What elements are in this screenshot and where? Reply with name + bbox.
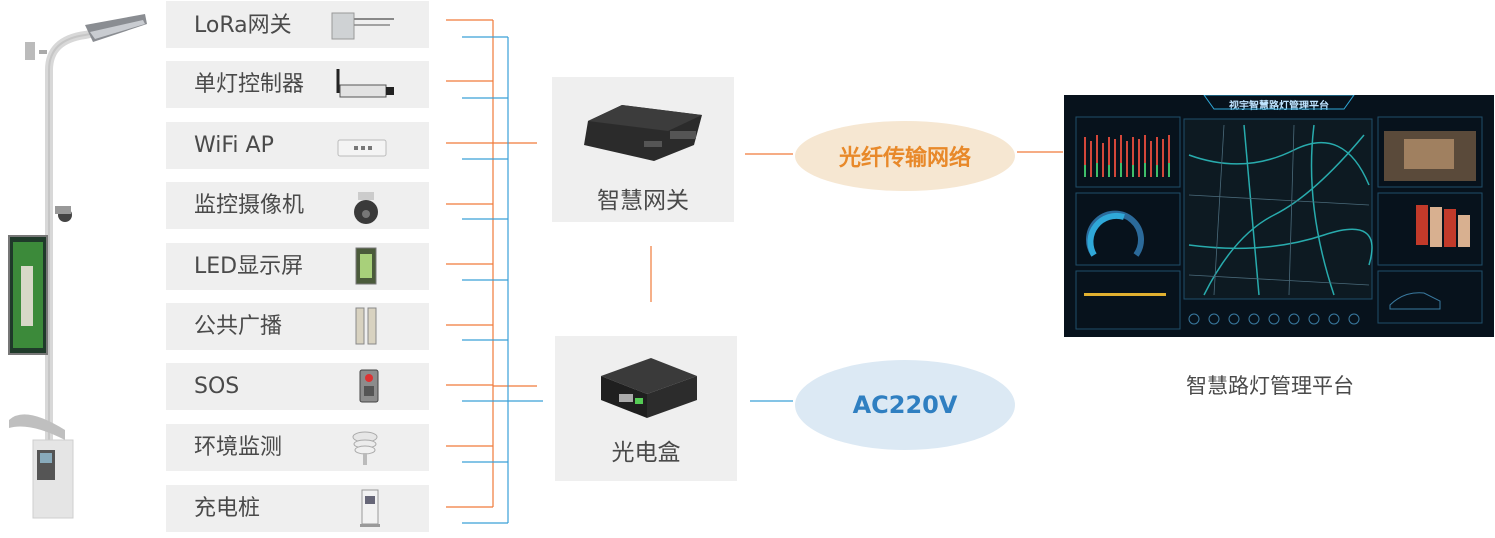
media-converter-icon: [599, 354, 699, 424]
platform-screen: 视宇智慧路灯管理平台: [1064, 95, 1494, 337]
device-row-sos: SOS: [166, 363, 429, 410]
smart-gateway-box: 智慧网关: [552, 77, 734, 222]
device-row-single-lamp-controller: 单灯控制器: [166, 61, 429, 108]
device-label: 环境监测: [194, 435, 283, 460]
surveillance-camera-icon: [346, 188, 406, 224]
single-lamp-controller-icon: [328, 67, 394, 102]
charging-pile-icon: [358, 488, 418, 527]
wifi-ap-icon: [334, 128, 394, 163]
device-row-lora-gateway: LoRa网关: [166, 1, 429, 48]
fiber-network-label: 光纤传输网络: [838, 146, 971, 171]
device-label: 监控摄像机: [194, 193, 305, 218]
device-label: 公共广播: [194, 314, 283, 339]
device-row-public-speaker: 公共广播: [166, 303, 429, 350]
device-label: LoRa网关: [194, 13, 292, 38]
gateway-device-icon: [582, 101, 706, 165]
sos-terminal-icon: [356, 366, 416, 403]
device-row-charging-pile: 充电桩: [166, 485, 429, 532]
lora-gateway-icon: [328, 7, 394, 42]
power-label: AC220V: [852, 391, 958, 419]
device-label: LED显示屏: [194, 254, 304, 279]
smart-street-pole-illustration: [5, 10, 155, 525]
environment-sensor-icon: [350, 427, 410, 465]
device-label: 单灯控制器: [194, 72, 305, 97]
gateway-label: 智慧网关: [597, 188, 689, 214]
power-ellipse: AC220V: [795, 360, 1015, 450]
optical-box: 光电盒: [555, 336, 737, 481]
device-row-surveillance-camera: 监控摄像机: [166, 182, 429, 229]
led-display-icon: [354, 246, 414, 285]
public-speaker-icon: [352, 306, 412, 345]
device-row-wifi-ap: WiFi AP: [166, 122, 429, 169]
device-label: 充电桩: [194, 496, 261, 521]
platform-caption: 智慧路灯管理平台: [1186, 374, 1354, 398]
optical-box-label: 光电盒: [611, 440, 681, 466]
fiber-network-ellipse: 光纤传输网络: [795, 121, 1015, 191]
platform-screen-title: 视宇智慧路灯管理平台: [1229, 101, 1329, 112]
device-label: WiFi AP: [194, 133, 274, 158]
device-row-led-display: LED显示屏: [166, 243, 429, 290]
device-row-environment-sensor: 环境监测: [166, 424, 429, 471]
device-label: SOS: [194, 374, 240, 399]
